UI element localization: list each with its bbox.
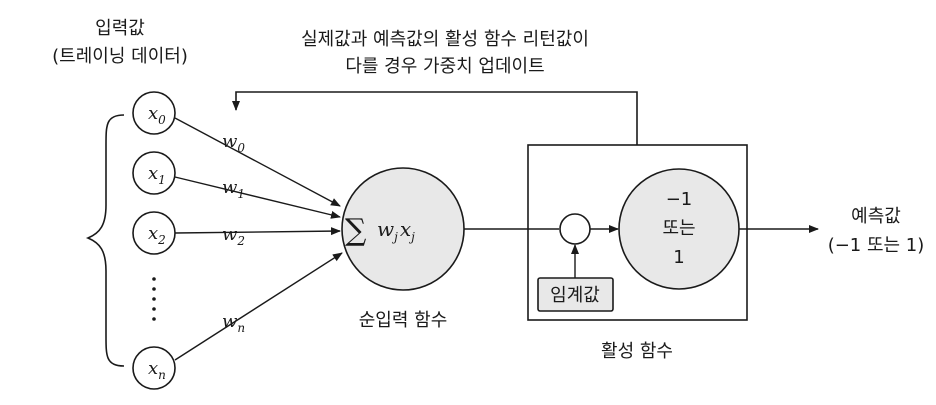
input-x1-base: x [148, 163, 158, 184]
weight-label-w1: w1 [222, 177, 245, 201]
threshold-label: 임계값 [550, 285, 600, 306]
step-output-or: 또는 [662, 218, 695, 239]
sigma-symbol: ∑ [345, 213, 367, 248]
input-node-x2: x2 [132, 211, 176, 255]
input-title-line1: 입력값 [95, 18, 145, 39]
activation-label: 활성 함수 [601, 341, 673, 362]
input-title-line2: (트레이닝 데이터) [52, 46, 188, 67]
output-label-line2: (−1 또는 1) [828, 235, 925, 256]
weight-label-w0: w0 [222, 131, 245, 155]
svg-text:x2: x2 [148, 223, 166, 247]
input-x2-base: x [148, 223, 158, 244]
input-x2-sub: 2 [157, 233, 166, 247]
input-x0-base: x [148, 103, 158, 124]
feedback-note-line2: 다를 경우 가중치 업데이트 [345, 56, 544, 77]
input-x1-sub: 1 [158, 173, 166, 187]
output-label-line1: 예측값 [851, 206, 901, 227]
step-output-pos: 1 [673, 247, 684, 268]
connection-wn [174, 252, 343, 361]
svg-text:xn: xn [148, 358, 166, 382]
threshold-junction [559, 213, 591, 245]
weight-label-w2: w2 [222, 224, 245, 248]
svg-text:x0: x0 [148, 103, 166, 127]
input-brace [85, 114, 125, 367]
weight-label-wn: wn [222, 311, 245, 335]
input-xn-base: x [148, 358, 158, 379]
ellipsis-dots [152, 277, 156, 321]
input-node-x0: x0 [132, 91, 176, 135]
input-x0-sub: 0 [158, 113, 166, 127]
input-node-x1: x1 [132, 151, 176, 195]
svg-text:x1: x1 [148, 163, 166, 187]
step-function-node: −1 또는 1 [618, 168, 740, 290]
connection-w2 [174, 227, 341, 236]
connection-w0 [174, 117, 341, 207]
input-xn-sub: n [158, 368, 166, 382]
net-input-label: 순입력 함수 [359, 310, 448, 331]
input-node-xn: xn [132, 346, 176, 390]
step-output-neg: −1 [666, 189, 693, 210]
feedback-arrow [232, 91, 638, 145]
feedback-note-line1: 실제값과 예측값의 활성 함수 리턴값이 [301, 29, 589, 50]
connection-w1 [174, 176, 341, 219]
